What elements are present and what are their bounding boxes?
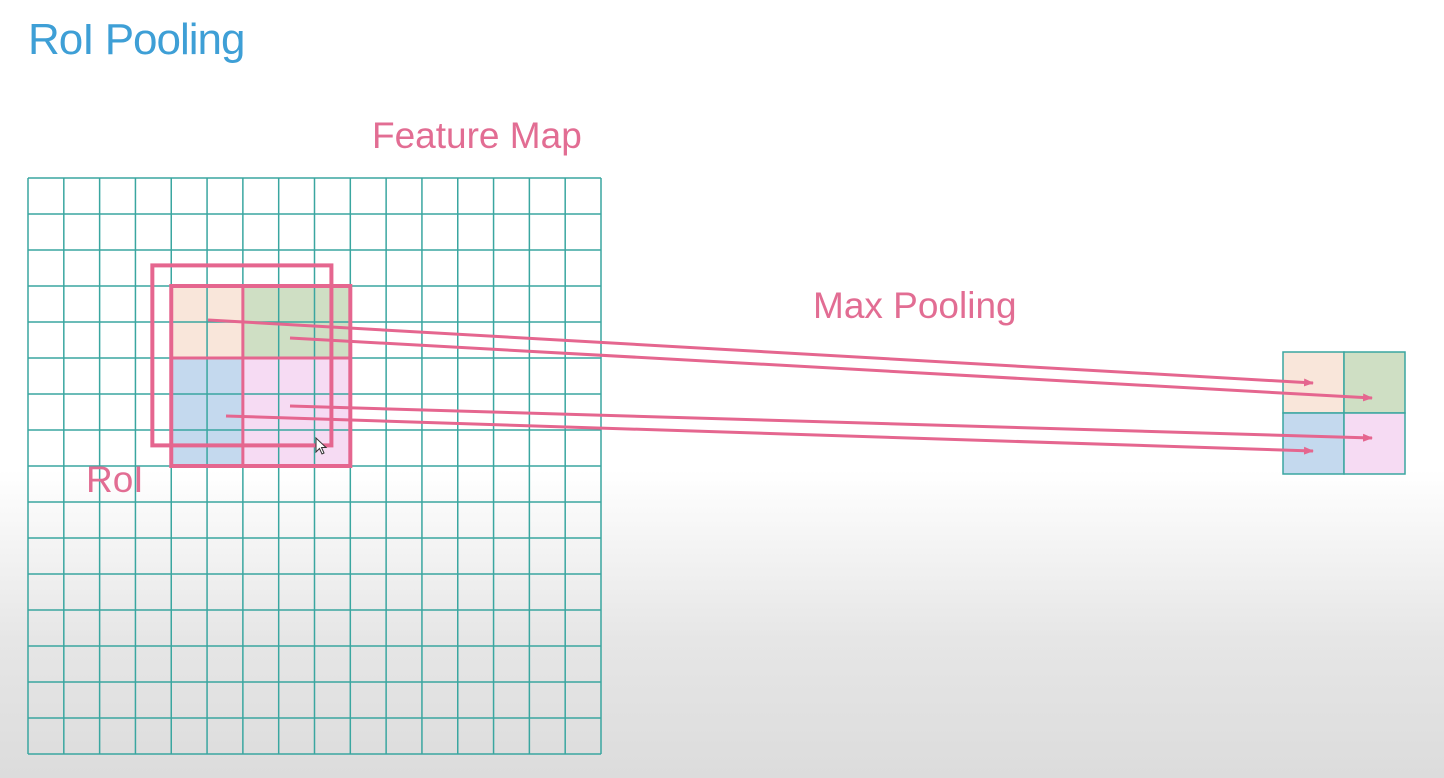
pooled-output-grid bbox=[1283, 352, 1405, 474]
max-pooling-arrows bbox=[208, 320, 1372, 451]
roi-label: RoI bbox=[86, 458, 144, 502]
output-cell-bottom-right bbox=[1344, 413, 1405, 474]
arrow-top-left bbox=[208, 320, 1313, 383]
max-pooling-label: Max Pooling bbox=[813, 284, 1017, 328]
arrow-top-right bbox=[290, 338, 1372, 398]
feature-map-label: Feature Map bbox=[372, 114, 582, 158]
roi-sub-regions bbox=[171, 286, 350, 466]
roi-region-bottom-right bbox=[243, 358, 350, 466]
output-cell-top-right bbox=[1344, 352, 1405, 413]
output-cell-bottom-left bbox=[1283, 413, 1344, 474]
